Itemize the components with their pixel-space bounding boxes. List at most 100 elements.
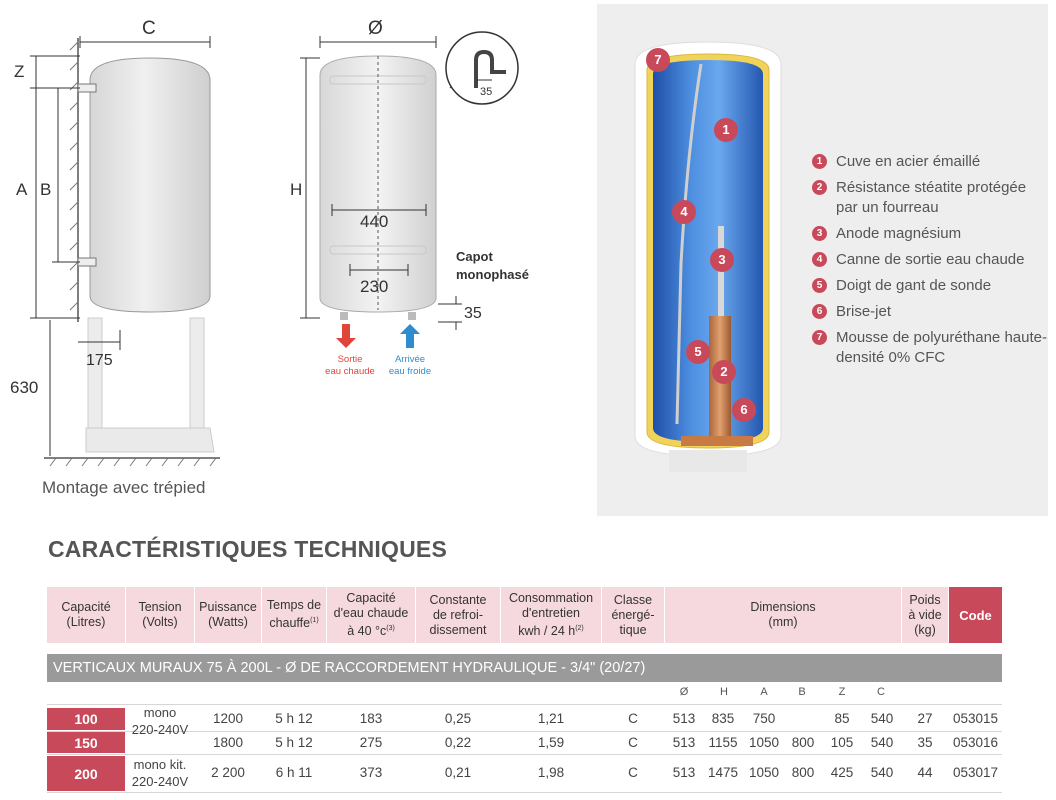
header-consommation-line2: d'entretien: [522, 605, 580, 620]
header-constante-line3: dissement: [429, 622, 487, 637]
header-capacite-line1: Capacité: [61, 600, 111, 614]
legend-number: 6: [812, 304, 827, 319]
cutaway-marker-6: 6: [732, 398, 756, 422]
row-divider: [47, 704, 1002, 705]
cutaway-marker-3: 3: [710, 248, 734, 272]
cell-poids: 27: [917, 711, 933, 726]
tension-group-mono: mono 220-240V: [124, 704, 196, 738]
cell-constante: 0,22: [444, 735, 472, 750]
legend-number: 2: [812, 180, 827, 195]
header-tension-line2: (Volts): [142, 615, 178, 629]
header-constante-line2: de refroi-: [432, 607, 483, 622]
cell-cap-eau: 183: [359, 711, 383, 726]
arrivee-line-1: Arrivée: [394, 354, 426, 365]
tension-mono-line2: 220-240V: [131, 722, 189, 737]
tripod-caption: Montage avec trépied: [42, 478, 206, 497]
header-consommation-line3: kwh / 24 h: [518, 624, 576, 639]
header-cap-eau-footnote: (3): [386, 624, 395, 632]
header-classe-line1: Classe: [613, 592, 653, 607]
legend-text: Canne de sortie eau chaude: [836, 251, 1025, 268]
legend-number: 1: [812, 154, 827, 169]
legend-number: 3: [812, 226, 827, 241]
tension-group-mono-kit: mono kit. 220-240V: [122, 756, 198, 790]
dim-subheader: A: [760, 686, 768, 698]
arrivee-label: Arrivée eau froide: [380, 354, 440, 378]
cell-dim-h: 1155: [708, 735, 738, 750]
header-poids-line3: (kg): [914, 622, 936, 637]
cell-classe: C: [628, 735, 638, 750]
cell-puissance: 1800: [212, 735, 244, 750]
cell-consommation: 1,59: [537, 735, 565, 750]
dim-h-label: H: [290, 180, 303, 199]
dim-subheader: Z: [838, 686, 846, 698]
cutaway-marker-7: 7: [646, 48, 670, 72]
legend-text: Brise-jet: [836, 303, 892, 320]
cell-dim-h: 835: [711, 711, 735, 726]
capot-line-2: monophasé: [456, 267, 529, 282]
sortie-line-2: eau chaude: [325, 366, 375, 377]
cell-dim-c: 540: [870, 765, 894, 780]
row-divider: [47, 792, 1002, 793]
legend-number: 7: [812, 330, 827, 345]
header-puissance-line1: Puissance: [199, 600, 257, 614]
header-dimensions: Dimensions(mm): [665, 587, 901, 643]
dim-z-label: Z: [14, 62, 25, 81]
dim-230-label: 230: [360, 277, 389, 296]
cell-code: 053016: [952, 735, 999, 750]
header-consommation-footnote: (2): [575, 624, 584, 632]
header-puissance: Puissance(Watts): [195, 587, 261, 643]
cell-dim-z: 105: [830, 735, 854, 750]
legend-item: 2 Résistance stéatite protégée par un fou…: [812, 178, 1048, 218]
cell-temps: 6 h 11: [275, 765, 313, 780]
dim-subheader: C: [877, 686, 885, 698]
header-classe-line2: énergé-: [611, 607, 655, 622]
legend-text: Doigt de gant de sonde: [836, 277, 992, 294]
legend-text: Résistance stéatite protégée par un four…: [836, 179, 1027, 216]
cell-puissance: 1200: [212, 711, 244, 726]
row-divider: [47, 754, 1002, 755]
legend-number: 5: [812, 278, 827, 293]
header-tension: Tension(Volts): [126, 587, 194, 643]
cell-code: 053017: [952, 765, 999, 780]
legend-item: 5 Doigt de gant de sonde: [812, 276, 1048, 296]
dim-subheader: H: [720, 686, 728, 698]
header-classe-line3: tique: [619, 622, 647, 637]
cell-consommation: 1,21: [537, 711, 565, 726]
cell-dim-h: 1475: [707, 765, 739, 780]
header-dimensions-line1: Dimensions: [750, 600, 816, 614]
cell-dim-z: 85: [834, 711, 850, 726]
header-cap-eau-line2: d'eau chaude: [333, 605, 409, 620]
dim-c-label: C: [142, 18, 156, 39]
dim-440-label: 440: [360, 212, 389, 231]
tension-kit-line2: 220-240V: [131, 774, 189, 789]
cutaway-marker-2: 2: [712, 360, 736, 384]
product-category-band: VERTICAUX MURAUX 75 À 200L - Ø DE RACCOR…: [47, 654, 1002, 682]
cell-dim-d: 513: [672, 735, 696, 750]
cutaway-illustration: [634, 41, 782, 472]
dim-subheader: Ø: [679, 686, 689, 698]
header-constante-line1: Constante: [429, 592, 487, 607]
header-temps-line2: chauffe: [269, 616, 311, 631]
header-code: Code: [949, 587, 1002, 643]
cell-classe: C: [628, 711, 638, 726]
row-capacite-150: 150: [47, 732, 125, 753]
tension-kit-line1: mono kit.: [133, 757, 187, 772]
legend-item: 3 Anode magnésium: [812, 224, 1048, 244]
cell-dim-a: 1050: [748, 735, 780, 750]
legend-text: Anode magnésium: [836, 225, 962, 242]
header-cap-eau-line3: à 40 °c: [347, 624, 387, 639]
cell-dim-z: 425: [830, 765, 854, 780]
cell-dim-d: 513: [672, 711, 696, 726]
sortie-line-1: Sortie: [337, 354, 363, 365]
header-capacite: Capacité(Litres): [47, 587, 125, 643]
